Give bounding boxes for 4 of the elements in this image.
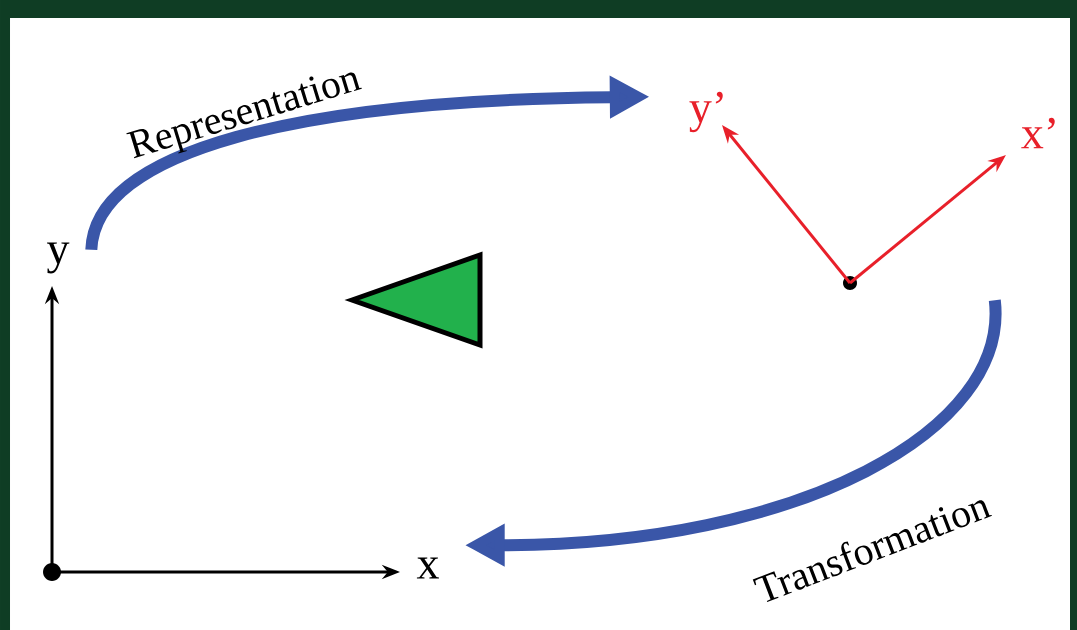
axis-label: y’ [689, 91, 723, 133]
axis-label: x [416, 557, 439, 579]
axis-label: x’ [1021, 117, 1055, 149]
axis-label: y [47, 242, 70, 274]
